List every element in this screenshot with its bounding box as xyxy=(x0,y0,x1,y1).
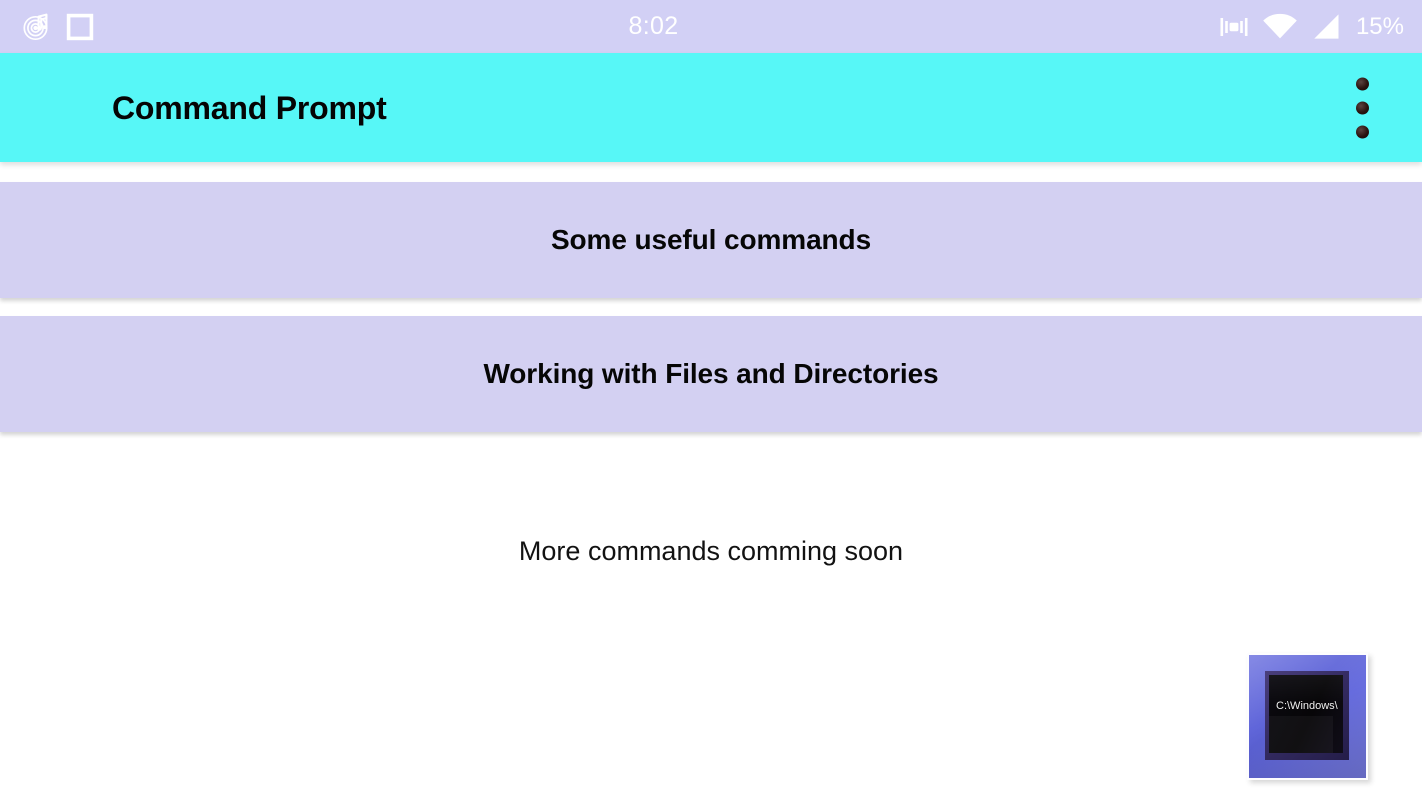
overflow-dot-icon xyxy=(1356,125,1369,138)
card-label: Working with Files and Directories xyxy=(483,358,939,389)
status-bar-clock: 8:02 xyxy=(628,12,679,40)
vibrate-icon xyxy=(1219,13,1249,41)
command-prompt-icon[interactable]: C:\Windows\ xyxy=(1247,653,1368,780)
coming-soon-note: More commands comming soon xyxy=(518,536,904,566)
cellular-signal-icon xyxy=(1311,13,1341,41)
command-prompt-icon-bevel: C:\Windows\ xyxy=(1265,671,1349,760)
overflow-menu-button[interactable] xyxy=(1346,71,1379,144)
card-working-with-files-and-directories[interactable]: Working with Files and Directories xyxy=(0,316,1422,432)
card-some-useful-commands[interactable]: Some useful commands xyxy=(0,182,1422,298)
command-category-list: Some useful commands Working with Files … xyxy=(0,162,1422,432)
status-bar-clock-wrap: 8:02 xyxy=(94,14,1219,39)
status-bar-system-icons: 15% xyxy=(1219,13,1422,41)
overflow-dot-icon xyxy=(1356,101,1369,114)
status-bar: 8:02 xyxy=(0,0,1422,53)
status-bar-notification-icons xyxy=(0,12,94,42)
battery-percent-label: 15% xyxy=(1355,12,1404,40)
app-bar: Command Prompt xyxy=(0,53,1422,162)
command-prompt-icon-screen: C:\Windows\ xyxy=(1269,675,1343,753)
command-prompt-icon-frame: C:\Windows\ xyxy=(1249,655,1366,778)
page-title: Command Prompt xyxy=(112,89,387,126)
music-note-icon xyxy=(22,12,52,42)
card-label: Some useful commands xyxy=(550,224,872,255)
wifi-icon xyxy=(1262,13,1298,41)
command-prompt-icon-path-text: C:\Windows\ xyxy=(1276,700,1338,712)
overflow-dot-icon xyxy=(1356,77,1369,90)
square-outline-icon xyxy=(66,13,94,41)
